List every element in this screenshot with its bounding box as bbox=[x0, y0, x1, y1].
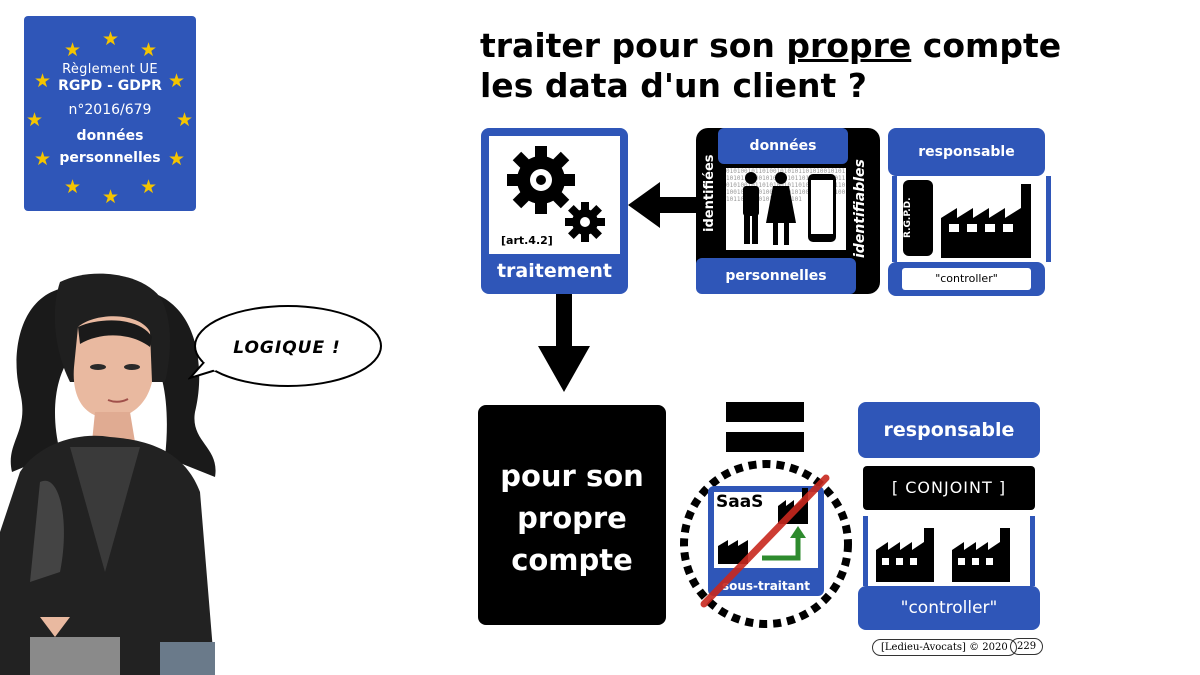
badge-line-personnelles: personnelles bbox=[59, 150, 161, 166]
star-icon: ★ bbox=[34, 70, 52, 92]
badge-line-number: n°2016/679 bbox=[68, 102, 152, 118]
responsable-top-header: responsable bbox=[888, 128, 1045, 176]
factories-area bbox=[863, 516, 1035, 586]
man-woman-phone-icon bbox=[743, 172, 836, 245]
title-line2: les data d'un client ? bbox=[480, 66, 867, 105]
title-underlined-word: propre bbox=[786, 26, 912, 65]
data-persons-area: 0101001011010010101011010100101011010110… bbox=[726, 168, 846, 250]
title-line1-post: compte bbox=[911, 26, 1062, 65]
star-icon: ★ bbox=[102, 186, 120, 208]
conjoint-label: [ CONJOINT ] bbox=[863, 466, 1035, 510]
responsable-bottom-header: responsable bbox=[858, 402, 1040, 458]
star-icon: ★ bbox=[168, 148, 186, 170]
slide-title: traiter pour son propre compte les data … bbox=[480, 26, 1061, 106]
star-icon: ★ bbox=[34, 148, 52, 170]
speech-bubble-text: LOGIQUE ! bbox=[233, 338, 341, 358]
identifiables-label: identifiables bbox=[852, 159, 868, 259]
personnelles-label: personnelles bbox=[725, 268, 827, 284]
badge-line-reglement: Règlement UE bbox=[62, 62, 158, 77]
equals-bar-top bbox=[726, 402, 804, 422]
traitement-icon-area: [art.4.2] bbox=[489, 136, 620, 254]
rgpd-label: R.G.P.D. bbox=[903, 197, 913, 239]
responsable-conjoint-box: responsable [ CONJOINT ] "controller" bbox=[858, 402, 1040, 630]
arrow-left-icon bbox=[628, 182, 698, 228]
star-icon: ★ bbox=[176, 109, 194, 131]
responsable-top-footer: "controller" bbox=[888, 262, 1045, 296]
star-icon: ★ bbox=[140, 176, 158, 198]
page-number: 229 bbox=[1010, 638, 1044, 655]
sous-traitant-label: sous-traitant bbox=[721, 579, 811, 593]
equals-bar-bottom bbox=[726, 432, 804, 452]
copyright-credit: [Ledieu-Avocats] © 2020 bbox=[872, 639, 1017, 656]
responsable-top-label: responsable bbox=[918, 144, 1015, 160]
rgpd-tag: R.G.P.D. bbox=[903, 180, 933, 256]
donnees-label: données bbox=[749, 138, 817, 154]
pour-son-propre-compte-box: pour son propre compte bbox=[478, 405, 666, 625]
controller-top-label: "controller" bbox=[902, 268, 1031, 290]
saas-label: SaaS bbox=[716, 492, 764, 512]
donnees-header: données bbox=[718, 128, 848, 164]
two-factories-icon bbox=[876, 528, 1010, 582]
comic-woman-illustration bbox=[0, 273, 216, 675]
star-icon: ★ bbox=[102, 28, 120, 50]
personnelles-footer: personnelles bbox=[696, 258, 856, 294]
star-icon: ★ bbox=[26, 109, 44, 131]
star-icon: ★ bbox=[168, 70, 186, 92]
red-cross-out-line bbox=[700, 474, 830, 608]
identifiees-label: identifiées bbox=[702, 154, 717, 232]
star-icon: ★ bbox=[140, 39, 158, 61]
title-line1-pre: traiter pour son bbox=[480, 26, 787, 65]
eu-regulation-badge: ★ ★ ★ ★ ★ ★ ★ ★ ★ ★ ★ ★ Règlement UE RGP… bbox=[24, 16, 196, 211]
star-icon: ★ bbox=[64, 39, 82, 61]
donnees-personnelles-box: données identifiées 01010010110100101010… bbox=[696, 128, 880, 294]
gears-icon bbox=[507, 146, 605, 242]
arrow-down-icon bbox=[538, 294, 590, 392]
traitement-box: [art.4.2] traitement bbox=[481, 128, 628, 294]
factory-icon bbox=[941, 184, 1031, 258]
responsable-top-box: responsable R.G.P.D. "controller" bbox=[888, 128, 1051, 296]
badge-line-rgpd: RGPD - GDPR bbox=[58, 78, 162, 94]
star-icon: ★ bbox=[64, 176, 82, 198]
responsable-bottom-footer: "controller" bbox=[858, 586, 1040, 630]
responsable-bottom-label: responsable bbox=[883, 419, 1015, 441]
traitement-label: traitement bbox=[496, 260, 613, 282]
pour-son-propre-compte-label: pour son propre compte bbox=[500, 459, 644, 577]
article-reference: [art.4.2] bbox=[501, 234, 553, 247]
responsable-top-body: R.G.P.D. bbox=[892, 176, 1051, 262]
speech-bubble bbox=[188, 305, 382, 387]
badge-line-donnees: données bbox=[76, 128, 144, 144]
controller-bottom-label: "controller" bbox=[900, 598, 998, 618]
